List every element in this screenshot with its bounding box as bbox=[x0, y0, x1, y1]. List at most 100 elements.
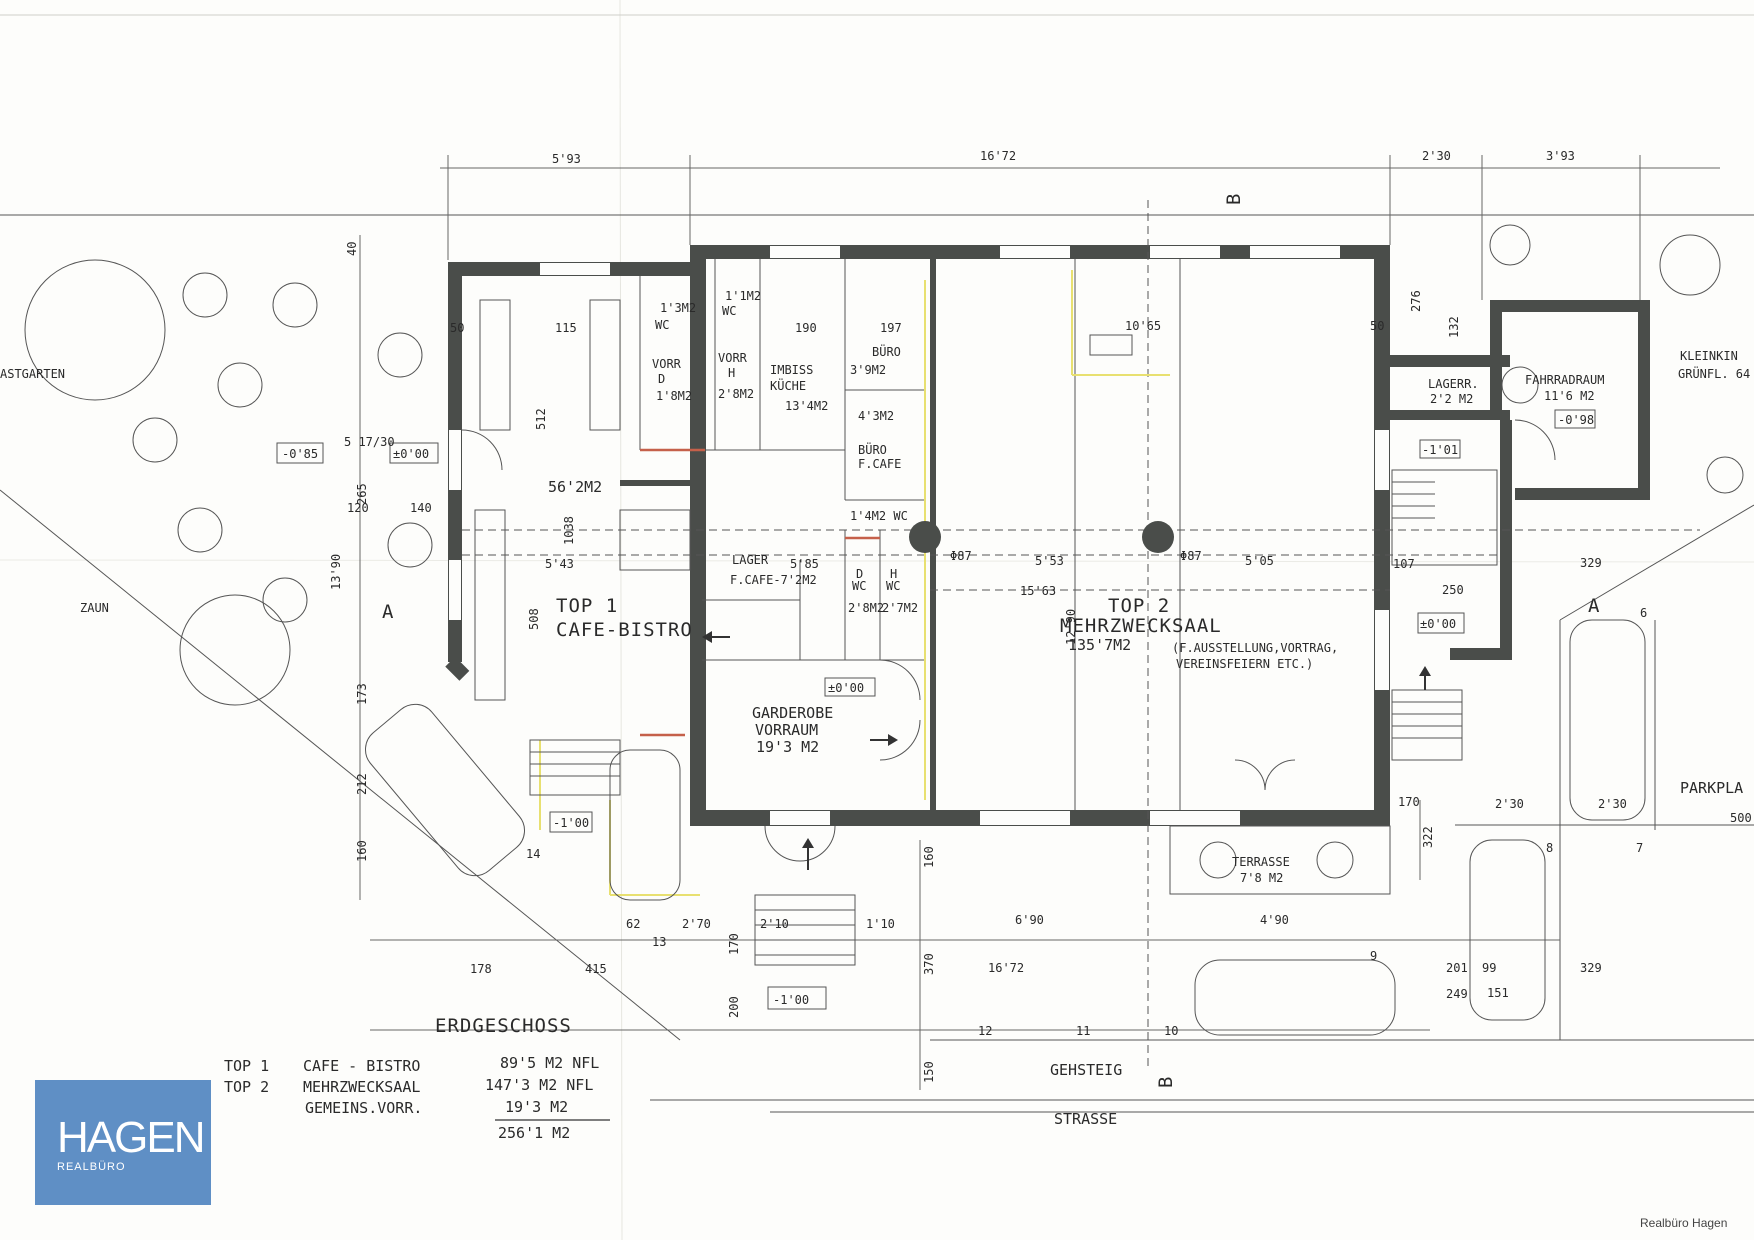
dim-201: 201 bbox=[1446, 961, 1468, 975]
stairs-ratio: 5 17/30 bbox=[344, 435, 395, 449]
wc2-area: 1'1M2 bbox=[725, 289, 761, 303]
level-1: -0'85 bbox=[282, 447, 318, 461]
dim-t1: 5'93 bbox=[552, 152, 581, 166]
cars bbox=[365, 619, 1646, 1036]
vorr-h-area: 2'8M2 bbox=[718, 387, 754, 401]
dim-249: 249 bbox=[1446, 987, 1468, 1001]
top2-note1: (F.AUSSTELLUNG,VORTRAG, bbox=[1172, 641, 1338, 655]
dim-t3: 2'30 bbox=[1422, 149, 1451, 163]
gehsteig-label: GEHSTEIG bbox=[1050, 1061, 1122, 1079]
summary-area-1: 89'5 M2 NFL bbox=[500, 1054, 599, 1072]
dim-210: 2'10 bbox=[760, 917, 789, 931]
wc1-label: WC bbox=[655, 318, 669, 332]
dim-170: 170 bbox=[727, 933, 741, 955]
vorr-d: VORR bbox=[652, 357, 682, 371]
doors bbox=[461, 419, 1556, 862]
summary-name-2: MEHRZWECKSAAL bbox=[303, 1078, 420, 1096]
level-4: ±0'00 bbox=[828, 681, 864, 695]
terrace-outline bbox=[1169, 825, 1391, 895]
num-197: 197 bbox=[880, 321, 902, 335]
dim-230a: 2'30 bbox=[1495, 797, 1524, 811]
dim-107: 107 bbox=[1393, 557, 1415, 571]
imbiss-area: 13'4M2 bbox=[785, 399, 828, 413]
dim-329b: 329 bbox=[1580, 961, 1602, 975]
num-120: 120 bbox=[347, 501, 369, 515]
num-14: 14 bbox=[526, 847, 540, 861]
gastgarten-label: ASTGARTEN bbox=[0, 367, 65, 381]
dim-543: 5'43 bbox=[545, 557, 574, 571]
hagen-logo: HAGEN REALBÜRO bbox=[35, 1080, 211, 1205]
column-2-dia: Φ87 bbox=[1180, 549, 1202, 563]
stairs bbox=[529, 469, 1498, 966]
buero-area: 3'9M2 bbox=[850, 363, 886, 377]
level-5: -1'01 bbox=[1422, 443, 1458, 457]
top2-name: MEHRZWECKSAAL bbox=[1060, 615, 1222, 637]
dim-329: 329 bbox=[1580, 556, 1602, 570]
site-lines bbox=[0, 214, 1754, 1113]
dim-690: 6'90 bbox=[1015, 913, 1044, 927]
dim-173: 173 bbox=[355, 683, 369, 705]
cafe-furniture bbox=[474, 299, 691, 701]
num-170: 170 bbox=[1398, 795, 1420, 809]
dim-276: 276 bbox=[1409, 290, 1423, 312]
num-151: 151 bbox=[1487, 986, 1509, 1000]
dim-1390: 13'90 bbox=[329, 554, 343, 590]
wc-h-label: WC bbox=[886, 579, 900, 593]
level-8: -1'00 bbox=[773, 993, 809, 1007]
summary-area-3: 19'3 M2 bbox=[505, 1098, 568, 1116]
wc-d2: D bbox=[856, 567, 863, 581]
wc-h-area: 2'7M2 bbox=[882, 601, 918, 615]
level-boxes bbox=[276, 334, 1596, 1010]
buero-cafe-area: 4'3M2 bbox=[858, 409, 894, 423]
dim-500: 500 bbox=[1730, 811, 1752, 825]
dim-322: 322 bbox=[1421, 826, 1435, 848]
dim-1672b: 16'72 bbox=[988, 961, 1024, 975]
dim-585: 5'85 bbox=[790, 557, 819, 571]
dim-370: 370 bbox=[922, 953, 936, 975]
section-a-left: A bbox=[382, 601, 394, 623]
credit-text: Realbüro Hagen bbox=[1640, 1216, 1728, 1230]
dim-t2: 16'72 bbox=[980, 149, 1016, 163]
level-3: -1'00 bbox=[553, 816, 589, 830]
dim-230b: 2'30 bbox=[1598, 797, 1627, 811]
wc-small: 1'4M2 WC bbox=[850, 509, 908, 523]
dim-160: 160 bbox=[355, 840, 369, 862]
lagerr-area: 2'2 M2 bbox=[1430, 392, 1473, 406]
summary-top-1: TOP 1 bbox=[224, 1057, 269, 1075]
dim-505: 5'05 bbox=[1245, 554, 1274, 568]
dim-212: 212 bbox=[355, 773, 369, 795]
num-115: 115 bbox=[555, 321, 577, 335]
garderobe-label: GARDEROBE bbox=[752, 704, 833, 722]
wc-d-label: WC bbox=[852, 579, 866, 593]
dim-512: 512 bbox=[534, 408, 548, 430]
dim-553: 5'53 bbox=[1035, 554, 1064, 568]
vorr-d2: D bbox=[658, 372, 665, 386]
dimension-labels: 5'93 16'72 2'30 3'93 10'65 5'53 5'05 15'… bbox=[329, 149, 1752, 1083]
vorraum-label: VORRAUM bbox=[755, 721, 818, 739]
dim-132: 132 bbox=[1447, 316, 1461, 338]
strasse-label: STRASSE bbox=[1054, 1110, 1117, 1128]
num-9: 9 bbox=[1370, 949, 1377, 963]
parkplatz-label: PARKPLA bbox=[1680, 779, 1743, 797]
num-99: 99 bbox=[1482, 961, 1496, 975]
summary-area-2: 147'3 M2 NFL bbox=[485, 1076, 593, 1094]
floor-title: ERDGESCHOSS bbox=[435, 1015, 572, 1037]
lager-label: LAGER bbox=[732, 553, 769, 567]
dim-1290: 12'90 bbox=[1064, 609, 1078, 645]
dim-160b: 160 bbox=[922, 846, 936, 868]
summary-name-3: GEMEINS.VORR. bbox=[305, 1099, 422, 1117]
buero-cafe-label: BÜRO bbox=[858, 441, 887, 457]
wc-d-area: 2'8M2 bbox=[848, 601, 884, 615]
dim-415: 415 bbox=[585, 962, 607, 976]
terrasse-label: TERRASSE bbox=[1232, 855, 1290, 869]
terrasse-area: 7'8 M2 bbox=[1240, 871, 1283, 885]
dim-110: 1'10 bbox=[866, 917, 895, 931]
dim-508: 508 bbox=[527, 608, 541, 630]
vorr-d-area: 1'8M2 bbox=[656, 389, 692, 403]
num-40: 40 bbox=[345, 242, 359, 256]
top1-area: 56'2M2 bbox=[548, 478, 602, 496]
summary-total: 256'1 M2 bbox=[498, 1124, 570, 1142]
buero-label: BÜRO bbox=[872, 343, 901, 359]
dim-490: 4'90 bbox=[1260, 913, 1289, 927]
